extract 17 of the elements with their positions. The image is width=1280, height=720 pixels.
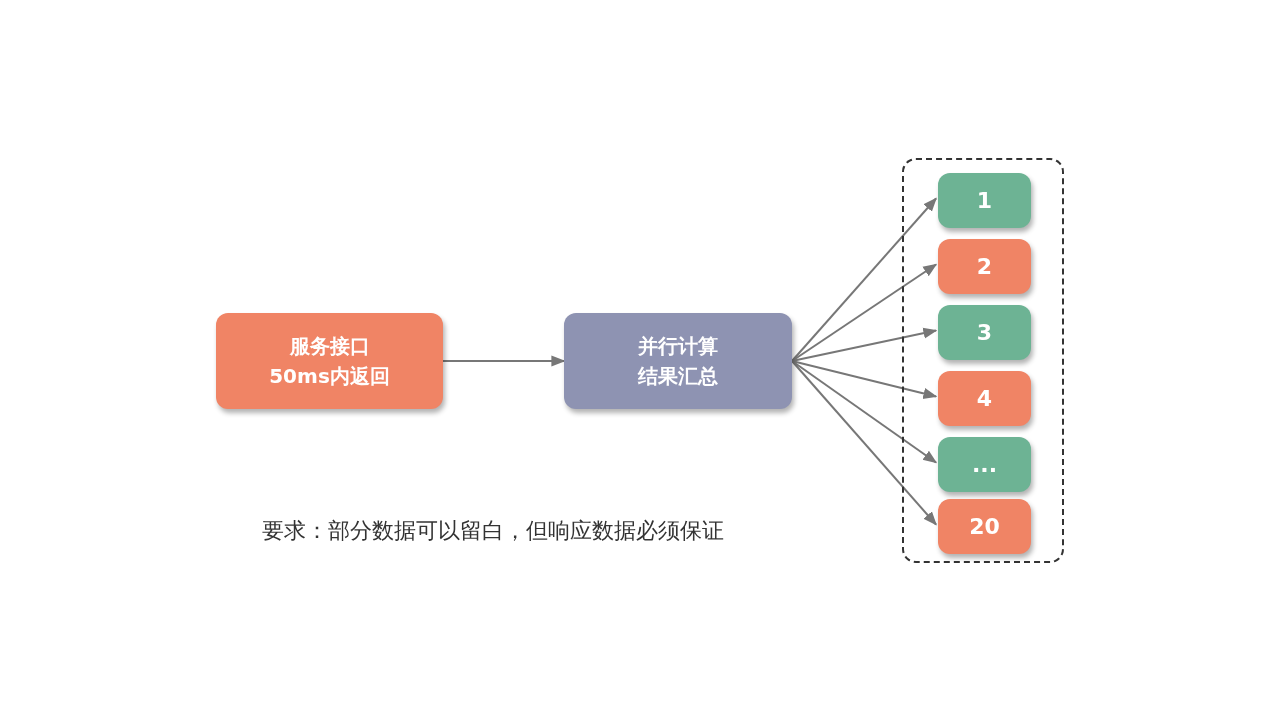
- group-frame: [902, 158, 1064, 563]
- arrow: [791, 263, 938, 362]
- arrow: [791, 360, 937, 526]
- process-box: 并行计算结果汇总: [564, 313, 792, 409]
- arrow: [791, 360, 938, 464]
- process-box: 3: [938, 305, 1031, 360]
- process-box: ...: [938, 437, 1031, 492]
- arrow: [791, 360, 938, 399]
- note-text: 要求：部分数据可以留白，但响应数据必须保证: [262, 517, 724, 545]
- arrow: [791, 327, 938, 362]
- arrow: [442, 355, 566, 367]
- arrow: [791, 197, 937, 362]
- process-box: 服务接口50ms内返回: [216, 313, 443, 409]
- process-box: 4: [938, 371, 1031, 426]
- process-box: 1: [938, 173, 1031, 228]
- process-box: 20: [938, 499, 1031, 554]
- process-box: 2: [938, 239, 1031, 294]
